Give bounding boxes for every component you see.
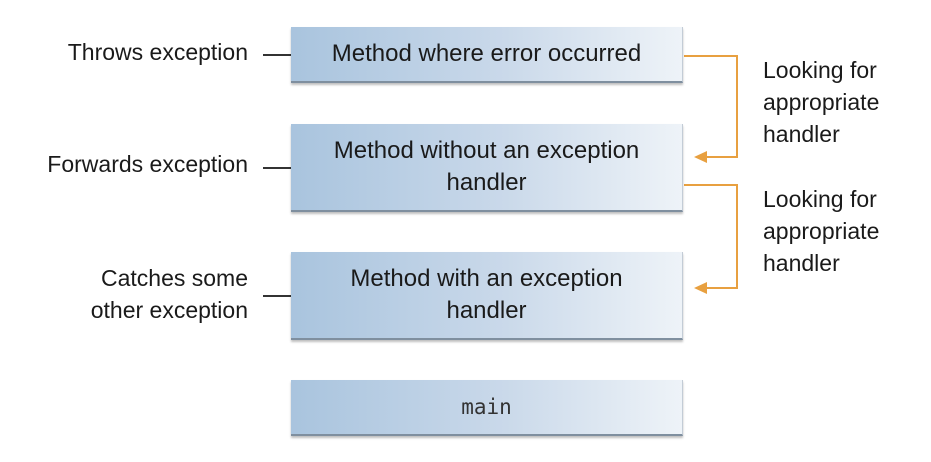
- looking-1-line-1: Looking for: [763, 57, 877, 83]
- looking-1-line-2: appropriate: [763, 89, 880, 115]
- looking-1-line-3: handler: [763, 121, 840, 147]
- main-box: main: [291, 380, 683, 436]
- method-without-handler-box: Method without an exception handler: [291, 124, 683, 212]
- main-label: main: [461, 395, 512, 419]
- search-arrow-2: [684, 184, 738, 289]
- catches-line-2: other exception: [90, 297, 248, 323]
- looking-for-handler-label-1: Looking for appropriate handler: [763, 54, 928, 150]
- looking-2-line-3: handler: [763, 250, 840, 276]
- looking-2-line-2: appropriate: [763, 218, 880, 244]
- method-error-occurred-box: Method where error occurred: [291, 27, 683, 83]
- method-without-handler-label: Method without an exception handler: [333, 137, 640, 196]
- forwards-exception-label: Forwards exception: [47, 151, 248, 177]
- search-arrowhead-2: [694, 282, 707, 294]
- search-arrow-1: [684, 55, 738, 158]
- search-arrowhead-1: [694, 151, 707, 163]
- method-with-handler-box: Method with an exception handler: [291, 252, 683, 340]
- method-with-handler-label: Method with an exception handler: [350, 265, 623, 324]
- method-error-occurred-label: Method where error occurred: [331, 40, 642, 67]
- looking-for-handler-label-2: Looking for appropriate handler: [763, 183, 928, 279]
- catches-line-1: Catches some: [100, 265, 248, 291]
- catches-other-exception-label: Catches some other exception: [0, 262, 248, 326]
- looking-2-line-1: Looking for: [763, 186, 877, 212]
- throws-exception-label: Throws exception: [67, 39, 248, 65]
